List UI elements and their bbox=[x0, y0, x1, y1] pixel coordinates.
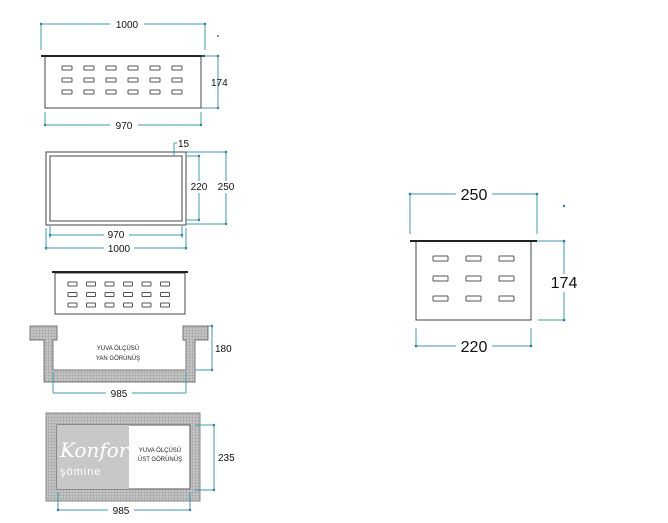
vent-slot bbox=[83, 77, 95, 83]
vent-slot bbox=[160, 302, 170, 308]
dim-label-inner-width: 970 bbox=[108, 230, 125, 241]
caption-line1: YUVA ÖLÇÜSÜ bbox=[139, 447, 181, 454]
vent-slot bbox=[61, 65, 73, 71]
vent-slot bbox=[104, 292, 115, 297]
dim-label-inner-height: 220 bbox=[191, 182, 208, 193]
vent-slot bbox=[160, 292, 170, 297]
watermark-brand: Konfor bbox=[59, 438, 130, 462]
figure-side-niche: YUVA ÖLÇÜSÜ YAN GÖRÜNÜŞ 180 985 bbox=[29, 271, 232, 400]
dim-label-outer-width: 1000 bbox=[108, 244, 131, 255]
vent-slot bbox=[141, 281, 152, 287]
vent-slot bbox=[123, 292, 133, 297]
dim-label-width-top: 1000 bbox=[116, 20, 139, 31]
vent-slot bbox=[104, 302, 115, 308]
vent-slot bbox=[498, 295, 515, 302]
dim-label-rim: 15 bbox=[178, 139, 190, 150]
vent-slot bbox=[160, 281, 170, 287]
caption-line2: YAN GÖRÜNÜŞ bbox=[96, 355, 140, 362]
figure-top-view-frame: 15 220 250 970 1000 bbox=[44, 139, 237, 255]
dim-label-width-bottom: 220 bbox=[461, 339, 488, 356]
figure-top-niche: Konfor şömine YUVA ÖLÇÜSÜ ÜST GÖRÜNÜŞ 23… bbox=[45, 412, 235, 517]
dim-label-niche-height: 180 bbox=[215, 344, 232, 355]
vent-slot bbox=[498, 275, 515, 282]
vent-slot bbox=[61, 77, 73, 83]
vent-slot bbox=[123, 302, 133, 308]
watermark-subtitle: şömine bbox=[60, 466, 101, 478]
caption-line1: YUVA ÖLÇÜSÜ bbox=[97, 345, 139, 352]
vent-slot bbox=[465, 275, 482, 282]
vent-slot bbox=[105, 77, 117, 83]
vent-slot bbox=[67, 281, 78, 287]
vent-slot bbox=[149, 65, 161, 71]
vent-slot bbox=[127, 77, 139, 83]
figure-side-grille: 250 174 220 bbox=[408, 187, 579, 356]
vent-slot bbox=[465, 255, 482, 262]
vent-slot bbox=[67, 292, 78, 297]
vent-slot bbox=[432, 275, 449, 282]
dim-label-outer-height: 250 bbox=[218, 182, 235, 193]
vent-slot bbox=[123, 281, 133, 287]
vent-slot bbox=[83, 65, 95, 71]
vent-slot bbox=[127, 89, 139, 95]
watermark-panel bbox=[57, 425, 129, 489]
dim-label-niche-width: 985 bbox=[111, 389, 128, 400]
vent-slot bbox=[171, 77, 183, 83]
vent-slot bbox=[141, 302, 152, 308]
dim-label-height: 174 bbox=[211, 78, 228, 89]
vent-slot bbox=[141, 292, 152, 297]
caption-line2: ÜST GÖRÜNÜŞ bbox=[138, 456, 182, 463]
dim-label-width-top: 250 bbox=[461, 187, 488, 204]
dim-label-width-bottom: 970 bbox=[116, 121, 133, 132]
vent-slot bbox=[86, 302, 96, 308]
vent-slot bbox=[171, 65, 183, 71]
vent-slot bbox=[86, 292, 96, 297]
frame-inner bbox=[49, 155, 183, 222]
vent-slot bbox=[498, 255, 515, 262]
niche-u-section bbox=[29, 325, 209, 383]
slot-grid bbox=[67, 281, 170, 308]
dim-label-height: 174 bbox=[551, 275, 578, 292]
vent-slot bbox=[104, 281, 115, 287]
vent-slot bbox=[149, 77, 161, 83]
vent-slot bbox=[465, 295, 482, 302]
figure-front-grille: 1000 174 970 bbox=[39, 20, 228, 132]
vent-slot bbox=[83, 89, 95, 95]
vent-slot bbox=[67, 302, 78, 308]
vent-slot bbox=[127, 65, 139, 71]
vent-slot bbox=[432, 295, 449, 302]
dim-label-niche-width: 985 bbox=[113, 506, 130, 517]
vent-slot bbox=[149, 89, 161, 95]
vent-slot bbox=[105, 65, 117, 71]
dim-label-niche-depth: 235 bbox=[218, 453, 235, 464]
vent-slot bbox=[86, 281, 96, 287]
vent-slot bbox=[171, 89, 183, 95]
slot-grid bbox=[61, 65, 183, 95]
vent-slot bbox=[61, 89, 73, 95]
vent-slot bbox=[432, 255, 449, 262]
vent-slot bbox=[105, 89, 117, 95]
slot-grid bbox=[432, 255, 515, 302]
